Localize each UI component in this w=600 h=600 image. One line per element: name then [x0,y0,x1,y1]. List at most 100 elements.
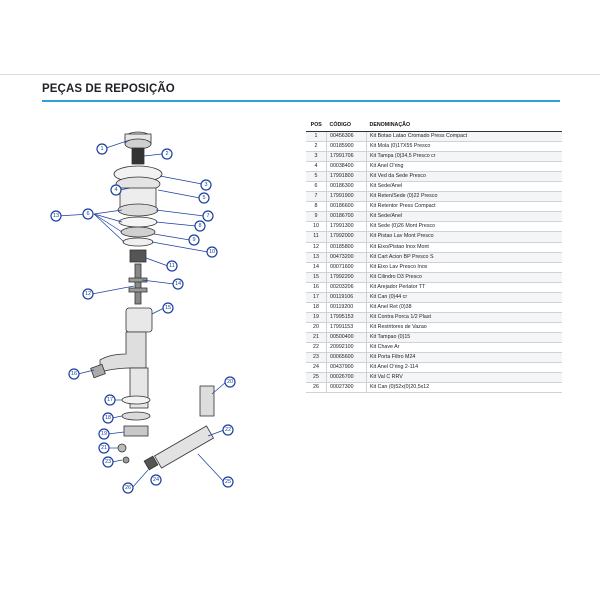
svg-text:16: 16 [71,371,77,377]
svg-text:24: 24 [153,477,159,483]
cell-name: Kit Sede/Anel [366,211,562,223]
callout-3: 3 [200,179,212,191]
svg-text:5: 5 [202,195,205,201]
svg-text:9: 9 [192,237,195,243]
svg-text:26: 26 [125,485,131,491]
svg-text:7: 7 [206,213,209,219]
cell-name: Kit Sede (0)26 Mont Presco [366,221,562,233]
cell-pos: 7 [306,191,327,203]
cell-code: 00186700 [326,211,367,223]
cell-code: 17995153 [326,312,367,323]
svg-text:17: 17 [107,397,113,403]
cell-pos: 13 [306,252,327,263]
cell-name: Kit Can (0)52x(0)20,5x12 [366,382,562,394]
cell-code: 00065600 [326,352,367,364]
callout-14: 14 [172,278,184,290]
cell-code: 00185800 [326,242,367,253]
cell-code: 00186600 [326,201,367,213]
svg-text:22: 22 [225,427,231,433]
callout-2: 2 [161,148,173,160]
cell-pos: 1 [306,131,327,143]
cell-code: 00500400 [326,332,367,343]
callout-21: 21 [98,442,110,454]
svg-text:18: 18 [105,415,111,421]
callout-5: 5 [198,192,210,204]
header-pos: POS [306,120,327,132]
cell-code: 17992000 [326,231,367,243]
callout-1: 1 [96,143,108,155]
svg-text:12: 12 [85,291,91,297]
svg-text:11: 11 [169,263,175,269]
cell-name: Kit Retentor Press Compact [366,201,562,213]
svg-text:13: 13 [53,213,59,219]
cell-code: 00071600 [326,262,367,273]
cell-pos: 22 [306,342,327,354]
cell-name: Kit Chave Ar [366,342,562,354]
svg-text:3: 3 [204,182,207,188]
callout-22: 22 [222,424,234,436]
svg-text:4: 4 [114,187,117,193]
callout-11: 11 [166,260,178,272]
cell-name: Kit Ved da Sede Presco [366,171,562,183]
cell-code: 17991300 [326,221,367,233]
svg-text:8: 8 [198,223,201,229]
callout-26: 26 [122,482,134,494]
cell-code: 00186300 [326,181,367,193]
cell-pos: 15 [306,272,327,283]
top-divider [0,74,600,75]
cell-name: Kit Pistao Lav Mont Presco [366,231,562,243]
cell-code: 17991800 [326,171,367,183]
cell-pos: 5 [306,171,327,183]
svg-text:19: 19 [101,431,107,437]
cell-pos: 19 [306,312,327,323]
svg-text:23: 23 [105,459,111,465]
callout-24: 24 [150,474,162,486]
cell-code: 17992200 [326,272,367,283]
callout-15: 15 [162,302,174,314]
cell-pos: 14 [306,262,327,273]
cell-name: Kit Cilindro D3 Presco [366,272,562,283]
cell-name: Kit Mola (0)17X55 Presco [366,141,562,153]
callout-7: 7 [202,210,214,222]
callout-25: 25 [222,476,234,488]
cell-name: Kit Tampa (0)34,5 Presco cr [366,151,562,163]
cell-code: 00185900 [326,141,367,153]
cell-pos: 9 [306,211,327,223]
cell-pos: 8 [306,201,327,213]
parts-drawing [90,131,215,471]
cell-name: Kit Val C RRV [366,372,562,384]
cell-name: Kit Eixo/Pistao Inox Mont [366,242,562,253]
cell-name: Kit Cart Acion BP Presco S [366,252,562,263]
svg-text:10: 10 [209,249,215,255]
cell-name: Kit Anel Ret (0)38 [366,302,562,313]
svg-text:21: 21 [101,445,107,451]
callout-12: 12 [82,288,94,300]
cell-pos: 25 [306,372,327,384]
svg-text:1: 1 [100,146,103,152]
exploded-view-diagram: 1 2 3 4 5 6 7 8 9 10 11 12 13 14 15 16 1… [50,131,236,494]
leader-lines [57,139,227,489]
table-header-row: POS CÓDIGO DENOMINAÇÃO [306,120,562,132]
cell-name: Kit Botao Latao Cromado Press Compact [366,131,562,143]
cell-name: Kit Reten/Sede (0)22 Presco [366,191,562,203]
cell-pos: 6 [306,181,327,193]
callout-23: 23 [102,456,114,468]
cell-code: 00456306 [326,131,367,143]
callout-18: 18 [102,412,114,424]
svg-text:2: 2 [165,151,168,157]
callout-17: 17 [104,394,116,406]
